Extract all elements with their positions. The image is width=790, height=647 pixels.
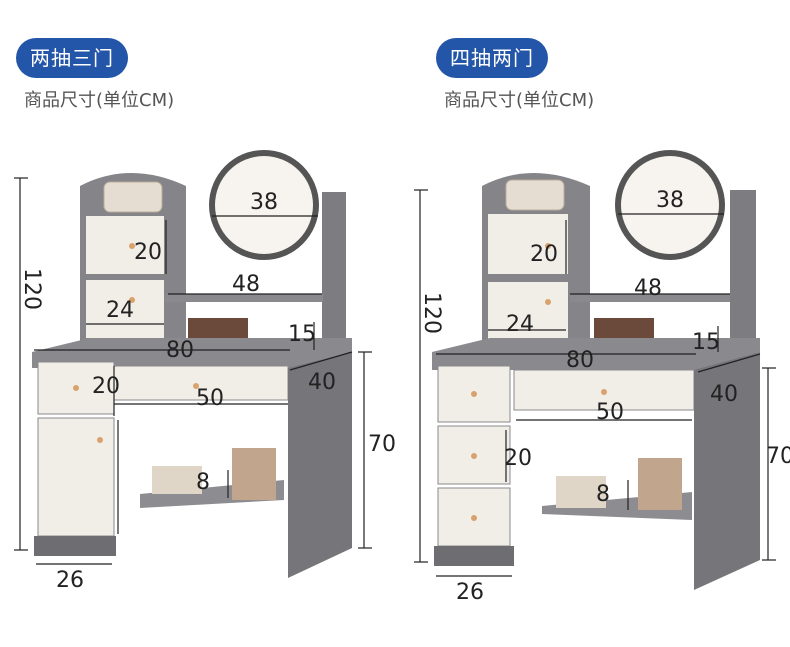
left-dim-drawer-h: 20 (92, 374, 120, 399)
right-dim-depth: 40 (710, 382, 738, 407)
right-dim-drawer-w: 50 (596, 400, 624, 425)
right-dim-shelf-h: 15 (692, 330, 720, 355)
left-title-badge: 两抽三门 (16, 38, 128, 78)
left-dim-shelf-w: 48 (232, 272, 260, 297)
left-dim-top-w: 80 (166, 338, 194, 363)
right-dim-lower-shelf: 8 (596, 482, 610, 507)
left-subtitle: 商品尺寸(单位CM) (24, 90, 175, 111)
right-dim-height-total: 120 (419, 292, 444, 334)
left-dim-lower-shelf: 8 (196, 470, 210, 495)
right-dim-top-w: 80 (566, 348, 594, 373)
right-subtitle: 商品尺寸(单位CM) (444, 90, 595, 111)
right-dim-mirror: 38 (656, 188, 684, 213)
left-dim-table-h: 70 (368, 432, 396, 457)
right-dim-table-h: 70 (766, 444, 790, 469)
left-dim-base-w: 26 (56, 568, 84, 593)
left-dim-depth: 40 (308, 370, 336, 395)
right-dim-drawer-small-h: 20 (530, 242, 558, 267)
left-dim-cabinet-w: 24 (106, 298, 134, 323)
left-dim-drawer-w: 50 (196, 386, 224, 411)
left-dim-mirror: 38 (250, 190, 278, 215)
right-dim-base-w: 26 (456, 580, 484, 605)
right-dim-cabinet-w: 24 (506, 312, 534, 337)
right-dim-drawer-h: 20 (504, 446, 532, 471)
right-dim-shelf-w: 48 (634, 276, 662, 301)
left-dim-height-total: 120 (19, 268, 44, 310)
right-title-badge: 四抽两门 (436, 38, 548, 78)
left-dim-drawer-small-h: 20 (134, 240, 162, 265)
left-dim-shelf-h: 15 (288, 322, 316, 347)
